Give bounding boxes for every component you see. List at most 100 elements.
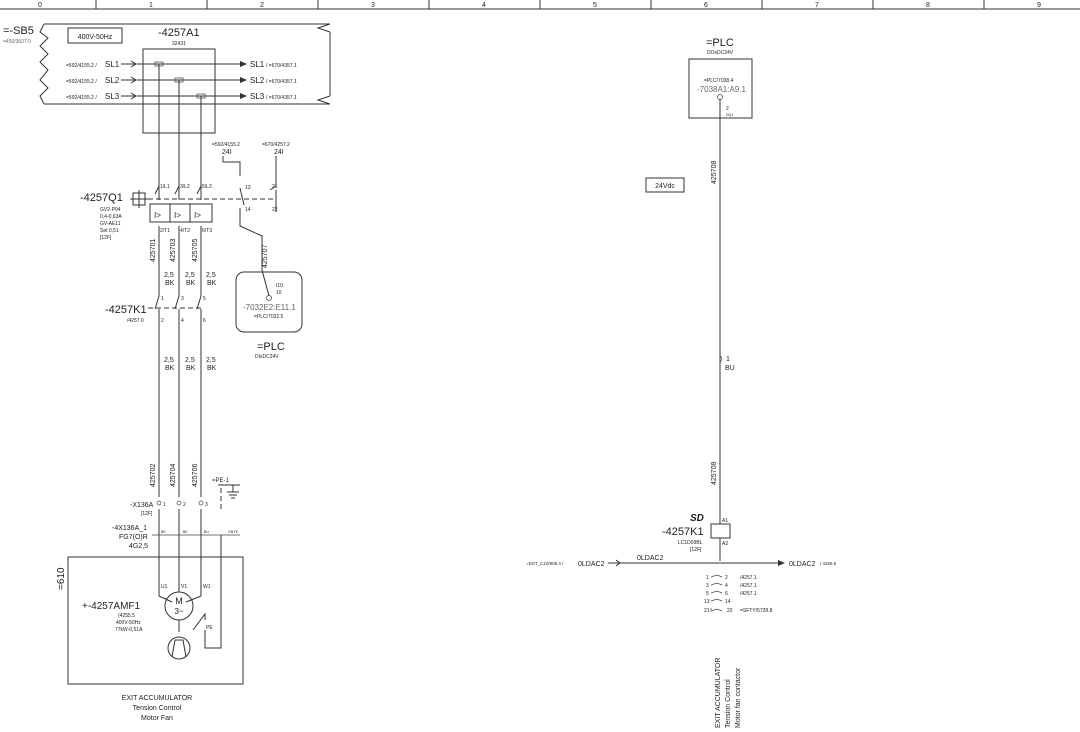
column-ruler: 0 1 2 3 4 5 6 7 8 9 — [0, 0, 1080, 10]
left-caption: EXIT ACCUMULATOR Tension Control Motor F… — [122, 695, 192, 722]
terminal-a1-id: -4257A1 — [158, 27, 200, 39]
x136a-term-3-icon — [198, 500, 204, 506]
x136a-term-2-icon — [176, 500, 182, 506]
contact-1-b: 2 — [725, 575, 728, 581]
plc-input-addr: -7032E2:E11.1 — [243, 303, 296, 312]
coil-type: LC1D09BL — [678, 540, 703, 546]
sl3-name-out: SL3 — [250, 92, 265, 101]
coil-tag: SD — [690, 513, 704, 524]
sl1-src: =592/4155.2 / — [66, 63, 97, 69]
wire-425701: 425701 — [150, 239, 157, 262]
contact-4-a: 13 — [704, 599, 710, 605]
sl3-name-in: SL3 — [105, 92, 120, 101]
spec-color-4: BK — [165, 365, 175, 372]
breaker-term-6t3: 6/T3 — [202, 228, 212, 234]
breaker-spec-3: Set 0,51 — [100, 228, 119, 234]
core-2: BK — [183, 530, 188, 534]
bus-mid-name: 0LDAC2 — [637, 555, 664, 562]
sl2-name-out: SL2 — [250, 76, 265, 85]
wire-425707: 425707 — [262, 245, 269, 268]
location-ref: =450/3607.0 — [3, 39, 31, 45]
pole-1-symbol: I> — [154, 211, 161, 220]
ruler-col-1: 1 — [149, 2, 153, 9]
q1-aux-contacts: 13 21 14 22 — [222, 156, 278, 270]
breaker-spec-0: GV2-P04 — [100, 207, 121, 213]
contact-5-b: 22 — [727, 608, 733, 614]
core-3: BU — [204, 530, 209, 534]
cable-cores: BK BK BU GNYE — [152, 530, 240, 649]
motor-ref: (4255.5 — [118, 613, 135, 619]
sl2-name-in: SL2 — [105, 76, 120, 85]
coil-ref: [12F] — [690, 547, 702, 553]
pole-2-symbol: I> — [174, 211, 181, 220]
contact-mirror-table: 1 2 /4257.1 3 4 /4257.1 5 6 /4257.1 13 1… — [704, 574, 773, 614]
cable-id: -4X136A_1 — [112, 525, 147, 532]
contactor-k1-id: -4257K1 — [105, 304, 147, 316]
aux-left-ref: =592/4155.2 — [212, 142, 240, 148]
contact-1-a: 1 — [706, 575, 709, 581]
contact-1-icon — [710, 574, 723, 578]
spec-color-6: BK — [207, 365, 217, 372]
wire-425708-top: 425708 — [711, 161, 718, 184]
pole-3-symbol: I> — [194, 211, 201, 220]
ruler-col-5: 5 — [593, 2, 597, 9]
spec-color-3: BK — [207, 280, 217, 287]
core-1: BK — [161, 530, 166, 534]
spec-color-5: BK — [186, 365, 196, 372]
plc-output-group-sub: DOxDC24V — [707, 50, 734, 56]
fan-icon — [167, 636, 191, 660]
contact-4-b: 14 — [725, 599, 731, 605]
ruler-col-3: 3 — [371, 2, 375, 9]
bus-left-name: 0LDAC2 — [578, 561, 605, 568]
plc-input-group: =PLC — [257, 341, 285, 353]
core-4: GNYE — [228, 530, 239, 534]
spec-size-4: 2,5 — [164, 357, 174, 364]
x136a-term-2: 2 — [183, 502, 186, 508]
bus-left-ref: =DST_C10/909.4 / — [526, 561, 564, 566]
voltage-tag-box — [645, 177, 685, 193]
contact-5-icon — [710, 608, 723, 612]
right-caption: EXIT ACCUMULATOR Tension Control Motor f… — [715, 658, 742, 728]
sl2-dst: / =670/4357.1 — [266, 79, 297, 85]
cable-type: FG7(O)R — [119, 534, 148, 541]
motor-phase: 3~ — [174, 607, 183, 616]
plc-input-num: 10 — [276, 290, 282, 296]
supply-voltage-label: 400V-50Hz — [78, 34, 113, 41]
left-caption-line-3: Motor Fan — [141, 715, 173, 722]
wire-spec-lower: 2,5 BK 2,5 BK 2,5 BK — [164, 357, 217, 372]
breaker-spec-4: [12F] — [100, 235, 112, 241]
plc-input-group-sub: DIxDC24V — [255, 354, 279, 360]
aux-term-21: 21 — [272, 184, 278, 190]
spec-color-1: BK — [165, 280, 175, 287]
right-caption-line-2: Tension Control — [725, 679, 732, 728]
plc-output-addr: -7038A1:A9.1 — [697, 85, 746, 94]
motor-term-w1: W1 — [203, 584, 211, 590]
motor-enclosure — [67, 556, 244, 685]
contact-3-icon — [710, 590, 723, 594]
sl2-src: =592/4155.2 / — [66, 79, 97, 85]
sl3-line: =592/4155.2 / SL3 SL3 / =670/4357.1 — [66, 92, 297, 101]
aux-right-wire: 24I — [274, 149, 284, 156]
supply-voltage-box — [67, 27, 123, 44]
bus-right-ref: / 4259.5 — [820, 561, 837, 566]
spec-color-2: BK — [186, 280, 196, 287]
sl2-line: =592/4155.2 / SL2 SL2 / =670/4357.1 — [66, 76, 297, 85]
phase-conductors — [158, 133, 202, 590]
aux-left-wire: 24I — [222, 149, 232, 156]
coil-a1: A1 — [722, 518, 728, 524]
contact-2-b: 4 — [725, 583, 728, 589]
ruler-col-7: 7 — [815, 2, 819, 9]
motor-area-id: =610 — [56, 567, 67, 590]
motor-id: +-4257AMF1 — [82, 601, 141, 612]
breaker-spec-2: GV-AE11 — [100, 221, 121, 227]
bus-right-name: 0LDAC2 — [789, 561, 816, 568]
breaker-spec-1: 0,4-0,63A — [100, 214, 122, 220]
contact-2-icon — [710, 582, 723, 586]
aux-term-14: 14 — [245, 207, 251, 213]
coil-icon — [710, 523, 731, 539]
right-caption-line-3: Motor fan contactor — [735, 667, 742, 728]
motor-terminals: U1 V1 W1 — [158, 584, 211, 603]
x136a-ref: [12F] — [141, 511, 153, 517]
terminal-a1-ref: 32431 — [172, 41, 186, 47]
ruler-col-8: 8 — [926, 2, 930, 9]
